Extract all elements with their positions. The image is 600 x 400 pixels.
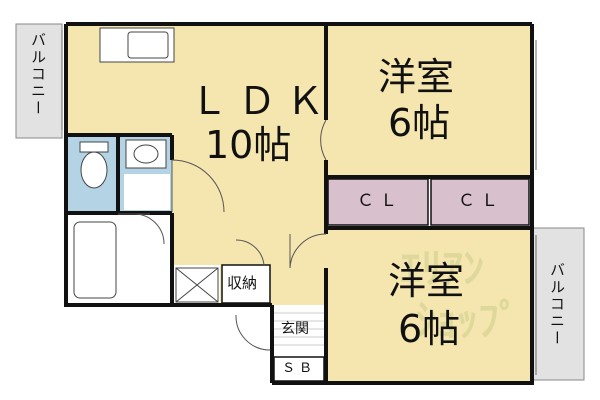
entrance-area [274,305,324,357]
storage-label: 収納 [227,274,258,292]
watermark-line-2: ｼｮｯﾌﾟ [415,296,521,345]
balcony-right-area [531,227,585,381]
closet-1-label: ＣＬ [357,191,403,211]
western-room-2-name-label: 洋室 [388,259,465,303]
kitchen-sink [127,31,169,59]
balcony-left-label: バルコニー [29,32,47,117]
walls [64,22,534,385]
western-room-1-size-label: 6帖 [388,101,451,145]
closet-1-area [327,178,429,226]
toilet-tank [79,141,109,153]
watermark-line-1: ｴﾘｱﾝ [400,244,485,293]
washbasin-bowl [133,144,159,164]
balcony-right-label: バルコニー [548,262,566,347]
western-room-1-name-label: 洋室 [378,55,455,99]
western-room-2-area [326,229,530,382]
door-swings [118,119,327,351]
western-room-1-area [326,26,530,176]
ldk-size-label: 10帖 [205,123,292,167]
closet-2-area [430,178,530,226]
ldk-area [68,26,326,305]
balcony-left-area [15,23,63,139]
entrance-tiles [274,312,324,346]
entrance-label: 玄関 [281,321,309,337]
ldk-name-label: ＬＤＫ [190,79,335,123]
windows [61,30,537,375]
bathtub [73,221,117,299]
western-room-2-size-label: 6帖 [398,307,461,351]
washroom-floor-white [124,174,170,210]
closet-2-label: ＣＬ [458,191,504,211]
shoe-box-label: ＳＢ [282,361,317,376]
toilet-bowl [80,151,108,189]
